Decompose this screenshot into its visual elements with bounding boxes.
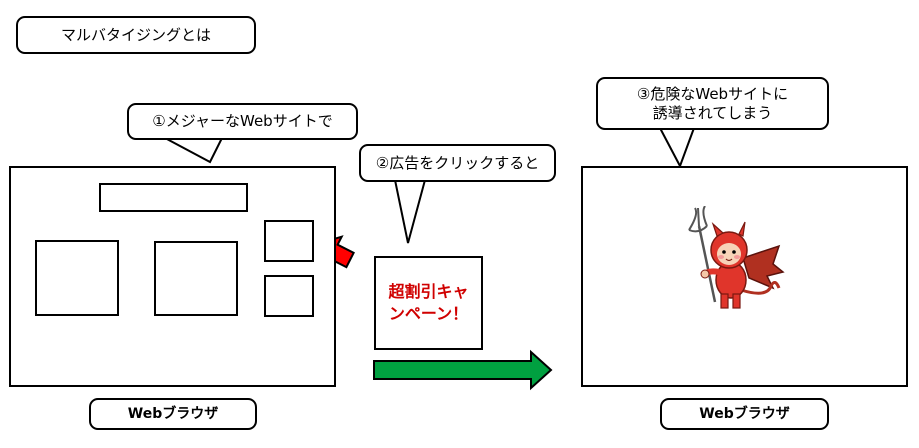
callout-1-tail [164,137,223,164]
callout-2: ②広告をクリックすると [359,144,556,182]
side-block-bottom [264,275,314,317]
page-title-box: マルバタイジングとは [16,16,256,54]
callout-3-text-line2: 誘導されてしまう [652,103,773,122]
devil-character-icon [688,206,785,309]
left-browser-label: Webブラウザ [127,405,219,422]
right-browser-label: Webブラウザ [699,405,790,422]
callout-2-tail [394,179,426,244]
callout-1-text: ①メジャーなWebサイトで [152,112,333,130]
green-arrow [373,349,553,391]
left-browser-label-box: Webブラウザ [89,398,257,430]
ad-text-line2: ンペーン！ [388,304,469,323]
side-block-top [264,220,314,262]
right-browser-label-box: Webブラウザ [660,398,829,430]
callout-3-tail [659,127,695,169]
right-browser-window [581,166,908,387]
content-block-middle [154,241,238,316]
callout-3: ③危険なWebサイトに 誘導されてしまう [596,77,829,130]
left-browser-window [9,166,336,387]
header-banner-block [99,183,248,212]
callout-3-text-line1: ③危険なWebサイトに [636,84,789,103]
page-title: マルバタイジングとは [60,25,211,44]
ad-text-line1: 超割引キャ [388,282,469,301]
callout-2-text: ②広告をクリックすると [375,153,540,172]
callout-1: ①メジャーなWebサイトで [127,103,358,140]
ad-box: 超割引キャ ンペーン！ [374,256,483,350]
content-block-left [35,240,119,316]
